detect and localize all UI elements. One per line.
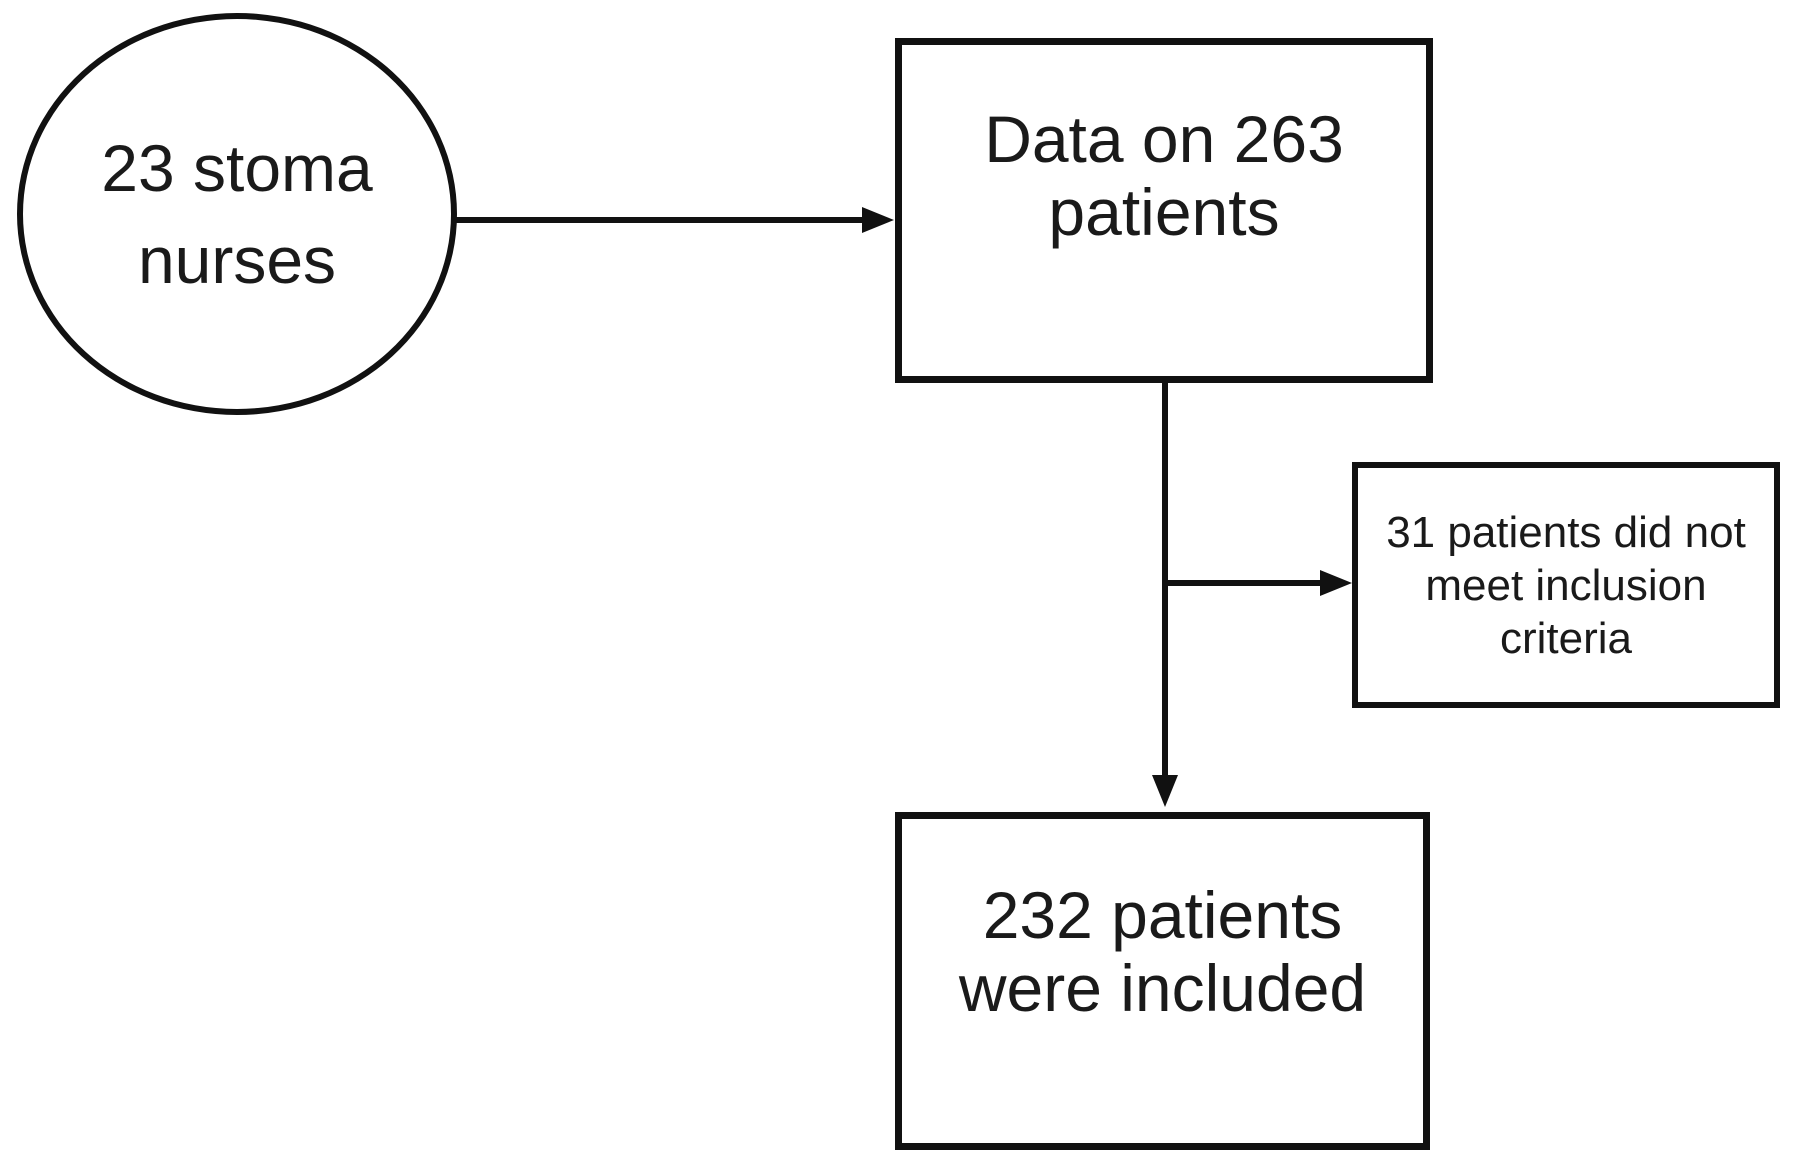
excluded-patients-text-line-3: criteria	[1499, 613, 1633, 663]
data-patients-text-line-1: Data on 263	[984, 102, 1344, 176]
stoma-nurses-text-line-2: nurses	[137, 223, 337, 297]
excluded-patients-text-line-2: meet inclusion	[1425, 560, 1707, 610]
included-patients-text-line-1: 232 patients	[982, 878, 1343, 952]
arrowhead-right-icon	[862, 207, 894, 233]
excluded-patients-text-line-1: 31 patients did not	[1386, 507, 1746, 557]
arrowhead-down-icon	[1152, 775, 1178, 807]
data-patients-text-line-2: patients	[1048, 175, 1280, 249]
arrowhead-right-icon	[1320, 570, 1352, 596]
stoma-nurses-node: 23 stoma nurses	[17, 13, 457, 415]
arrow-line	[452, 217, 862, 223]
stoma-nurses-text-line-1: 23 stoma	[101, 131, 373, 205]
data-patients-node: Data on 263 patients	[895, 38, 1433, 383]
included-patients-node: 232 patients were included	[895, 812, 1430, 1150]
arrow-line	[1162, 383, 1168, 775]
arrow-line	[1165, 580, 1322, 586]
included-patients-text-line-2: were included	[958, 951, 1367, 1025]
excluded-patients-node: 31 patients did not meet inclusion crite…	[1352, 462, 1780, 708]
